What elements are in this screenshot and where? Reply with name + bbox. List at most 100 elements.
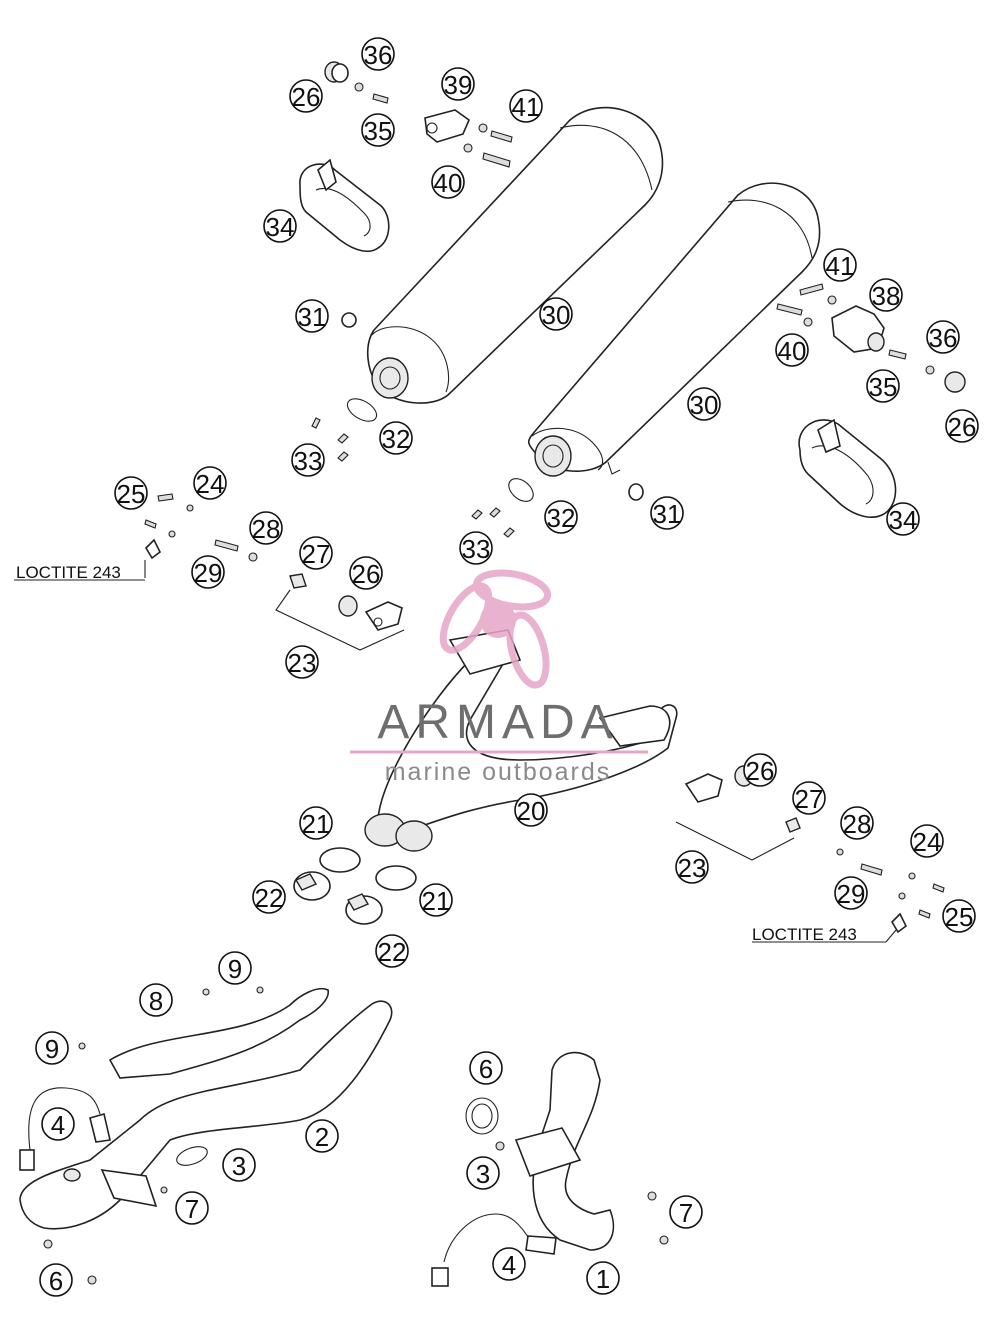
callout-circle — [41, 1107, 75, 1141]
callout-32: 32 — [379, 421, 413, 455]
callout-32: 32 — [544, 500, 578, 534]
callout-circle — [792, 781, 826, 815]
callout-29: 29 — [834, 876, 868, 910]
callout-circle — [191, 555, 225, 589]
callout-circle — [834, 876, 868, 910]
callout-number: 1 — [596, 1264, 610, 1294]
callout-40: 40 — [431, 165, 465, 199]
callout-circle — [743, 753, 777, 787]
callout-26: 26 — [945, 409, 979, 443]
callout-circle — [285, 645, 319, 679]
header-pipe-left — [19, 986, 393, 1285]
muffler-right — [527, 182, 821, 501]
callout-23: 23 — [675, 850, 709, 884]
propeller-icon — [439, 569, 552, 689]
callout-number: 36 — [364, 40, 393, 70]
callout-number: 26 — [948, 412, 977, 442]
callout-30: 30 — [687, 387, 721, 421]
callout-number: 22 — [378, 937, 407, 967]
callout-number: 35 — [869, 372, 898, 402]
callout-circle — [349, 556, 383, 590]
seal-rings-and-screws — [311, 398, 534, 538]
callout-circle — [669, 1195, 703, 1229]
callout-31: 31 — [295, 299, 329, 333]
callout-circle — [650, 496, 684, 530]
callout-28: 28 — [840, 806, 874, 840]
callout-21: 21 — [299, 806, 333, 840]
header-pipe-right — [431, 1051, 669, 1287]
callout-2: 2 — [305, 1119, 339, 1153]
callout-3: 3 — [222, 1148, 256, 1182]
callout-36: 36 — [361, 37, 395, 71]
callout-21: 21 — [419, 883, 453, 917]
callout-circle — [305, 1119, 339, 1153]
loctite-label-right: LOCTITE 243 — [752, 925, 857, 944]
callout-number: 6 — [479, 1054, 493, 1084]
callout-circle — [289, 79, 323, 113]
callout-number: 40 — [778, 336, 807, 366]
callout-circle — [139, 983, 173, 1017]
callout-35: 35 — [361, 113, 395, 147]
callout-25: 25 — [942, 899, 976, 933]
callout-22: 22 — [252, 880, 286, 914]
callout-33: 33 — [291, 443, 325, 477]
callout-24: 24 — [910, 824, 944, 858]
callout-number: 8 — [149, 986, 163, 1016]
callout-circle — [249, 511, 283, 545]
callout-number: 27 — [795, 784, 824, 814]
callout-circle — [869, 278, 903, 312]
callout-circle — [299, 536, 333, 570]
callout-circle — [431, 165, 465, 199]
callout-number: 4 — [502, 1250, 516, 1280]
callout-circle — [361, 37, 395, 71]
callout-circle — [910, 824, 944, 858]
left-hardware-cluster — [14, 493, 405, 651]
callout-23: 23 — [285, 645, 319, 679]
callout-6: 6 — [469, 1051, 503, 1085]
callout-circle — [492, 1247, 526, 1281]
callout-number: 30 — [690, 390, 719, 420]
callout-number: 21 — [302, 809, 331, 839]
callout-circle — [295, 299, 329, 333]
callout-24: 24 — [193, 466, 227, 500]
callout-number: 35 — [364, 116, 393, 146]
callout-number: 41 — [512, 92, 541, 122]
callout-circle — [361, 113, 395, 147]
callout-circle — [687, 387, 721, 421]
callout-number: 31 — [653, 499, 682, 529]
callout-number: 6 — [49, 1266, 63, 1296]
callout-circle — [514, 793, 548, 827]
muffler-left — [341, 106, 664, 404]
callout-circle — [823, 248, 857, 282]
callout-circle — [114, 476, 148, 510]
callout-36: 36 — [926, 320, 960, 354]
callout-number: 26 — [746, 756, 775, 786]
callout-number: 36 — [929, 323, 958, 353]
callout-circle — [299, 806, 333, 840]
callout-number: 38 — [872, 281, 901, 311]
watermark-title: ARMADA — [377, 696, 618, 749]
callout-number: 41 — [826, 251, 855, 281]
callout-circle — [222, 1148, 256, 1182]
callout-number: 3 — [476, 1159, 490, 1189]
callout-number: 29 — [837, 879, 866, 909]
callout-number: 4 — [51, 1110, 65, 1140]
callout-35: 35 — [866, 369, 900, 403]
callout-circle — [886, 502, 920, 536]
callout-circle — [539, 297, 573, 331]
callout-4: 4 — [492, 1247, 526, 1281]
callout-9: 9 — [218, 951, 252, 985]
callout-number: 31 — [298, 302, 327, 332]
clamps-and-sleeves — [293, 847, 417, 925]
callout-number: 25 — [945, 902, 974, 932]
callout-34: 34 — [886, 502, 920, 536]
callout-number: 28 — [843, 809, 872, 839]
callout-number: 33 — [462, 534, 491, 564]
callout-27: 27 — [299, 536, 333, 570]
callout-41: 41 — [509, 89, 543, 123]
callout-circle — [459, 531, 493, 565]
callout-number: 32 — [382, 424, 411, 454]
callout-number: 7 — [185, 1194, 199, 1224]
